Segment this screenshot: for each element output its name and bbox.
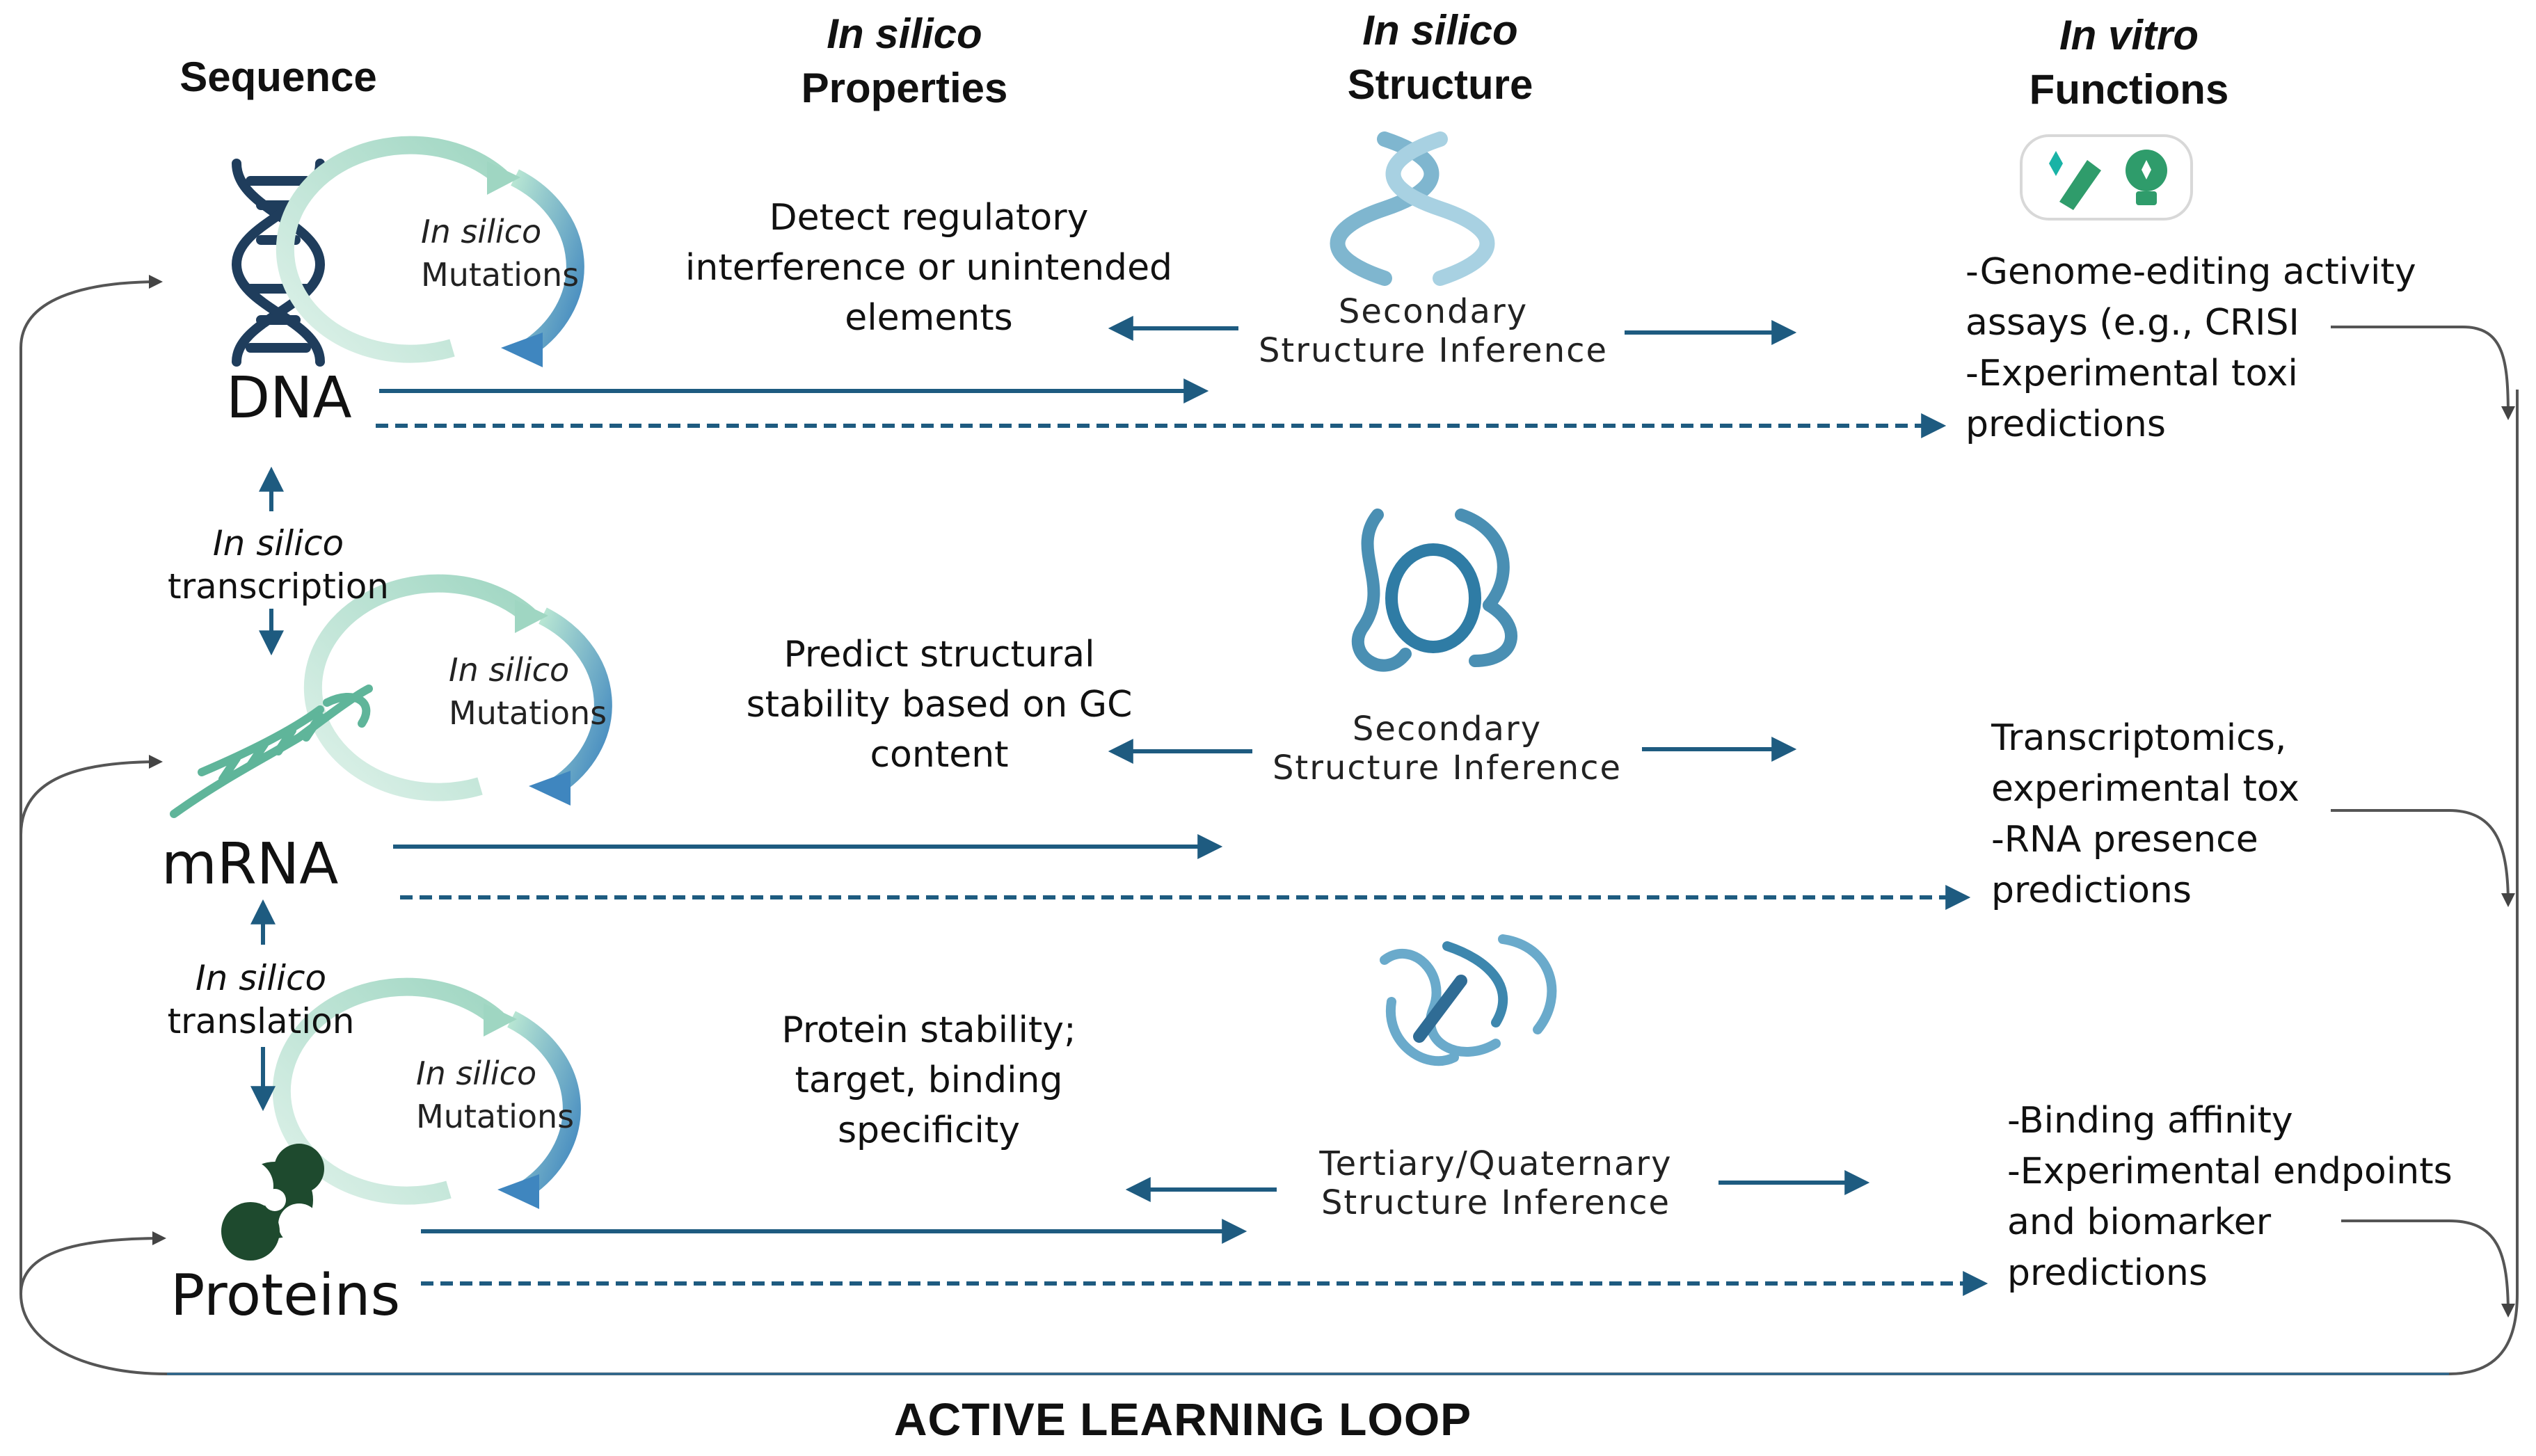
secondary-structure-icon xyxy=(1330,131,1495,286)
active-learning-loop-title: ACTIVE LEARNING LOOP xyxy=(893,1393,1472,1445)
molecule-label-dna: DNA xyxy=(226,365,352,431)
function-dna: -Genome-editing activity assays (e.g., C… xyxy=(1965,251,2416,445)
protein-structure-icon xyxy=(1351,509,1517,672)
header-functions: In vitro Functions xyxy=(1934,8,2324,117)
arrows-protein-row xyxy=(421,1170,1988,1296)
function-mrna: Transcriptomics, experimental tox -RNA p… xyxy=(1991,717,2299,911)
dna-helix-icon xyxy=(231,159,326,367)
header-functions-italic: In vitro xyxy=(2059,12,2199,58)
header-structure: In silico Structure xyxy=(1252,3,1628,112)
editing-tools-icon xyxy=(2020,134,2193,221)
mrna-icon xyxy=(170,685,373,818)
header-properties-italic: In silico xyxy=(827,10,982,57)
molecule-label-mrna: mRNA xyxy=(161,831,339,897)
header-sequence: Sequence xyxy=(180,54,377,100)
active-learning-loop xyxy=(19,275,2519,1375)
protein-structure-icon xyxy=(1380,934,1557,1066)
transition-arrows xyxy=(250,466,284,1112)
arrows-mrna-row xyxy=(393,737,1971,910)
function-protein: -Binding affinity -Experimental endpoint… xyxy=(2007,1100,2453,1294)
mutation-cycle-icon xyxy=(303,574,612,806)
protein-icon xyxy=(221,1144,324,1261)
molecule-label-proteins: Proteins xyxy=(170,1263,401,1329)
header-properties: In silico Properties xyxy=(717,7,1092,115)
mutation-cycle-icon xyxy=(272,977,581,1209)
mutation-cycle-icon xyxy=(276,136,584,367)
arrows-dna-row xyxy=(376,316,1947,438)
header-structure-italic: In silico xyxy=(1362,7,1518,54)
